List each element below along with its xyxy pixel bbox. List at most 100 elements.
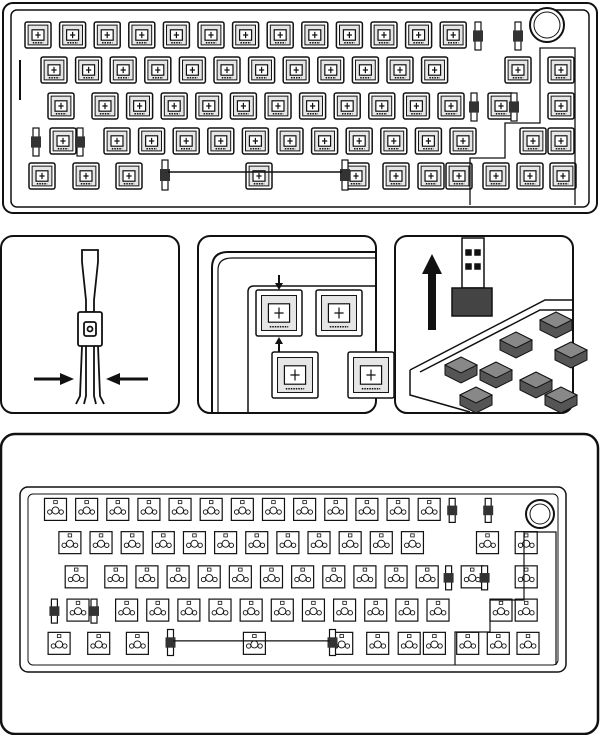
switch — [333, 92, 361, 120]
switch — [49, 127, 77, 155]
stabilizer-icon — [483, 497, 494, 523]
stabilizer-icon — [447, 497, 458, 523]
switch-socket — [426, 598, 450, 622]
stabilizer-icon — [473, 21, 483, 51]
stabilizer-icon — [327, 628, 338, 657]
switch — [160, 92, 188, 120]
stabilizer-icon — [479, 565, 490, 591]
switch — [458, 386, 494, 414]
switch — [24, 21, 52, 49]
switch — [547, 92, 575, 120]
switch — [404, 21, 433, 49]
switch-socket — [197, 565, 221, 589]
switch — [370, 21, 398, 49]
switch-socket — [177, 598, 201, 622]
switch-socket — [355, 497, 379, 521]
switch-socket — [58, 531, 82, 555]
switch — [498, 331, 534, 359]
stabilizer-icon — [340, 159, 350, 191]
switch — [543, 386, 579, 414]
switch — [91, 92, 119, 120]
switch — [482, 162, 510, 190]
switch-socket — [270, 598, 294, 622]
switch-socket — [166, 565, 190, 589]
stabilizer-icon — [469, 92, 479, 122]
switch-socket — [259, 565, 284, 589]
switch — [317, 56, 345, 84]
switch — [207, 127, 235, 155]
arrow-left-icon — [106, 373, 148, 385]
switch-socket — [146, 598, 170, 622]
switch-socket — [301, 598, 326, 622]
switch — [414, 127, 443, 155]
switch — [137, 127, 166, 155]
switch-socket — [415, 565, 439, 589]
switch-socket — [384, 565, 408, 589]
switch-socket — [261, 497, 286, 521]
switch-socket — [514, 531, 538, 555]
switch-socket — [456, 631, 480, 655]
switch — [229, 92, 258, 120]
switch-socket — [489, 598, 513, 622]
arrow-down-icon — [275, 275, 283, 290]
switch — [478, 361, 514, 389]
switch-socket — [47, 631, 71, 655]
switch-socket — [214, 531, 238, 555]
switch — [162, 21, 191, 49]
stabilizer-icon — [509, 92, 519, 122]
switch-socket — [87, 631, 111, 655]
switch-socket — [486, 631, 510, 655]
switch — [518, 371, 554, 399]
switch-insertion-panel — [197, 235, 395, 414]
switch — [178, 56, 207, 84]
switch — [351, 56, 380, 84]
switch — [315, 289, 363, 337]
switch-socket — [75, 497, 99, 521]
keyboard-empty-plate — [0, 432, 600, 735]
switch-socket — [239, 598, 263, 622]
switch-socket — [135, 565, 159, 589]
switch — [504, 56, 532, 84]
stabilizer-icon — [160, 159, 170, 191]
stabilizer-icon — [31, 127, 41, 157]
switch — [310, 127, 339, 155]
switch-socket — [364, 598, 388, 622]
switch-socket — [332, 598, 357, 622]
switch — [516, 162, 544, 190]
switch — [213, 56, 241, 84]
switch-socket — [516, 631, 540, 655]
switch-socket — [400, 531, 425, 555]
switch-socket — [324, 497, 348, 521]
switch — [74, 56, 103, 84]
switch-socket — [397, 631, 421, 655]
switch — [347, 351, 395, 399]
switch — [382, 162, 410, 190]
arrow-up-icon — [422, 254, 442, 330]
switch — [128, 21, 156, 49]
switch-socket — [514, 565, 538, 589]
switch — [420, 56, 449, 84]
stabilizer-icon — [75, 127, 85, 157]
switch — [443, 356, 479, 384]
switch-socket — [182, 531, 207, 555]
switch — [538, 311, 574, 339]
switch — [245, 162, 273, 190]
switch-puller-panel — [0, 235, 180, 414]
switch-socket — [114, 598, 139, 622]
switch-socket — [475, 531, 500, 555]
switch-socket — [245, 531, 269, 555]
switch — [335, 21, 364, 49]
switch-socket — [120, 531, 144, 555]
switch — [417, 162, 445, 190]
switch — [439, 21, 467, 49]
switch-puller-tool — [75, 249, 105, 405]
switch-socket — [514, 598, 538, 622]
switch — [172, 127, 200, 155]
switch — [549, 162, 577, 190]
switch — [345, 127, 373, 155]
switch-socket — [151, 531, 175, 555]
switch — [402, 92, 431, 120]
switch — [115, 162, 143, 190]
switch — [266, 21, 294, 49]
